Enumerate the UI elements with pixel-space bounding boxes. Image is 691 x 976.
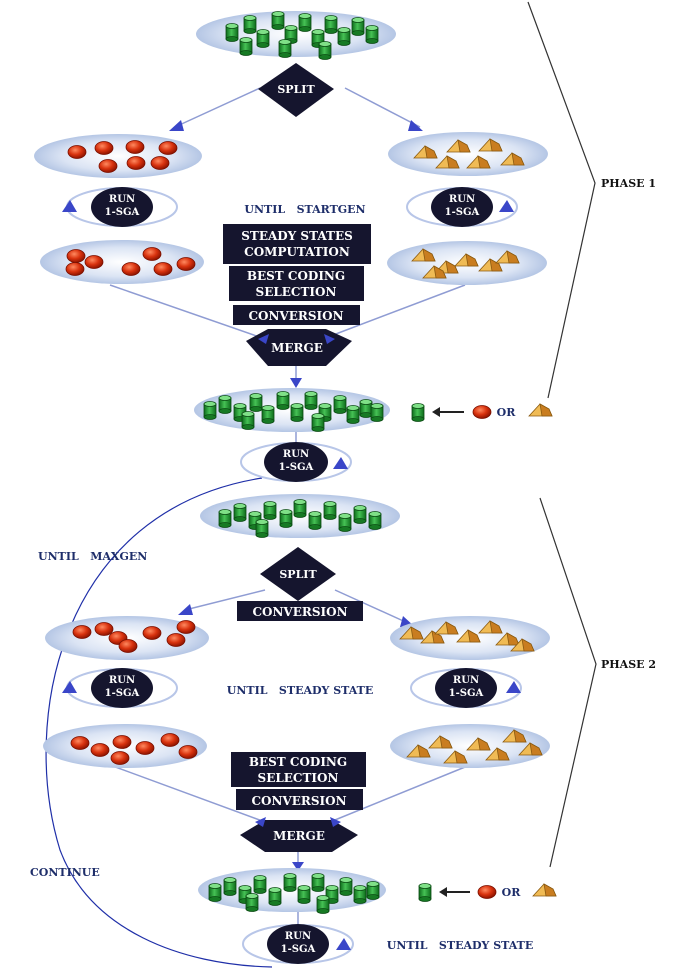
conversion-box-bottom-phase-2	[236, 789, 363, 810]
run-label-bottom: RUN	[285, 931, 311, 942]
merge-arrow-left-phase-2	[255, 817, 266, 827]
best-coding-box-phase-2	[231, 752, 366, 787]
conversion-label-top-phase-2: CONVERSION	[252, 605, 347, 619]
run-label-right-phase-2: RUN	[453, 675, 479, 686]
conversion-label-bottom-phase-2: CONVERSION	[251, 794, 346, 808]
phase-2-bracket	[539, 497, 597, 868]
loop-arrow-left-phase-2	[62, 681, 77, 693]
best-coding-line-1-phase-2: BEST CODING	[249, 755, 347, 769]
run-1sga-node-right-phase-1	[431, 187, 493, 227]
phase-1-bracket	[527, 1, 596, 399]
merge-down-arrow-phase-2	[292, 862, 304, 871]
sga-label-middle: 1-SGA	[279, 462, 314, 473]
run-label-middle: RUN	[283, 449, 309, 460]
legend-or-phase-2: OR	[502, 886, 522, 899]
run-label-left-phase-2: RUN	[109, 675, 135, 686]
run-1sga-node-right-phase-2	[435, 668, 497, 708]
best-coding-line-1-phase-1: BEST CODING	[247, 269, 345, 283]
red-subpopulation-ellipse-1	[34, 134, 202, 178]
split-diamond-phase-2	[260, 547, 336, 601]
until-steady-state-bottom-label: UNTIL STEADY STATE	[387, 939, 534, 952]
sga-label-bottom: 1-SGA	[281, 944, 316, 955]
orange-subpopulation-ellipse-4	[390, 724, 550, 768]
orange-subpopulation-ellipse-1	[388, 132, 548, 176]
continue-label: CONTINUE	[30, 866, 100, 879]
sga-label-right-phase-2: 1-SGA	[449, 688, 484, 699]
merge-hexagon-phase-2	[240, 820, 358, 852]
merge-arrow-right-phase-2	[330, 817, 341, 827]
until-startgen-label: UNTIL STARTGEN	[244, 203, 365, 216]
conversion-box-phase-1	[233, 305, 360, 325]
arrow-right-phase-1	[408, 120, 423, 131]
conversion-box-top-phase-2	[237, 601, 363, 621]
steady-states-line-2: COMPUTATION	[244, 245, 350, 259]
legend-or-phase-1: OR	[497, 406, 517, 419]
run-label-right-phase-1: RUN	[449, 194, 475, 205]
run-1sga-node-left-phase-1	[91, 187, 153, 227]
loop-arrow-bottom	[336, 938, 351, 950]
conversion-label-phase-1: CONVERSION	[248, 309, 343, 323]
merge-arrow-right-phase-1	[324, 334, 335, 344]
run-label-left-phase-1: RUN	[109, 194, 135, 205]
sga-label-left-phase-2: 1-SGA	[105, 688, 140, 699]
merge-down-arrow-phase-1	[290, 378, 302, 388]
sga-label-right-phase-1: 1-SGA	[445, 207, 480, 218]
merge-label-phase-2: MERGE	[273, 829, 325, 843]
run-1sga-node-left-phase-2	[91, 668, 153, 708]
continue-loop-curve	[45, 477, 273, 968]
loop-arrow-middle	[333, 457, 348, 469]
steady-states-line-1: STEADY STATES	[241, 229, 353, 243]
phase-1-label: PHASE 1	[601, 177, 656, 190]
best-coding-line-2-phase-1: SELECTION	[256, 285, 337, 299]
conversion-legend-phase-1	[411, 403, 553, 422]
phase-2-label: PHASE 2	[601, 658, 656, 671]
sga-label-left-phase-1: 1-SGA	[105, 207, 140, 218]
split-label-phase-2: SPLIT	[279, 568, 317, 581]
split-label-phase-1: SPLIT	[277, 83, 315, 96]
run-1sga-node-bottom	[267, 924, 329, 964]
best-coding-box-phase-1	[229, 266, 364, 301]
arrow-left-phase-2	[178, 604, 193, 615]
steady-states-box	[223, 224, 371, 264]
run-1sga-node-middle	[264, 442, 328, 482]
loop-arrow-left-phase-1	[62, 200, 77, 212]
arrow-left-phase-1	[169, 120, 184, 131]
split-diamond-phase-1	[258, 63, 334, 117]
conversion-legend-phase-2	[418, 883, 557, 902]
merge-arrow-left-phase-1	[258, 334, 269, 344]
until-steady-state-label: UNTIL STEADY STATE	[227, 684, 374, 697]
loop-arrow-right-phase-2	[506, 681, 521, 693]
loop-arrow-right-phase-1	[499, 200, 514, 212]
merge-label-phase-1: MERGE	[271, 341, 323, 355]
best-coding-line-2-phase-2: SELECTION	[258, 771, 339, 785]
until-maxgen-label: UNTIL MAXGEN	[38, 550, 147, 563]
